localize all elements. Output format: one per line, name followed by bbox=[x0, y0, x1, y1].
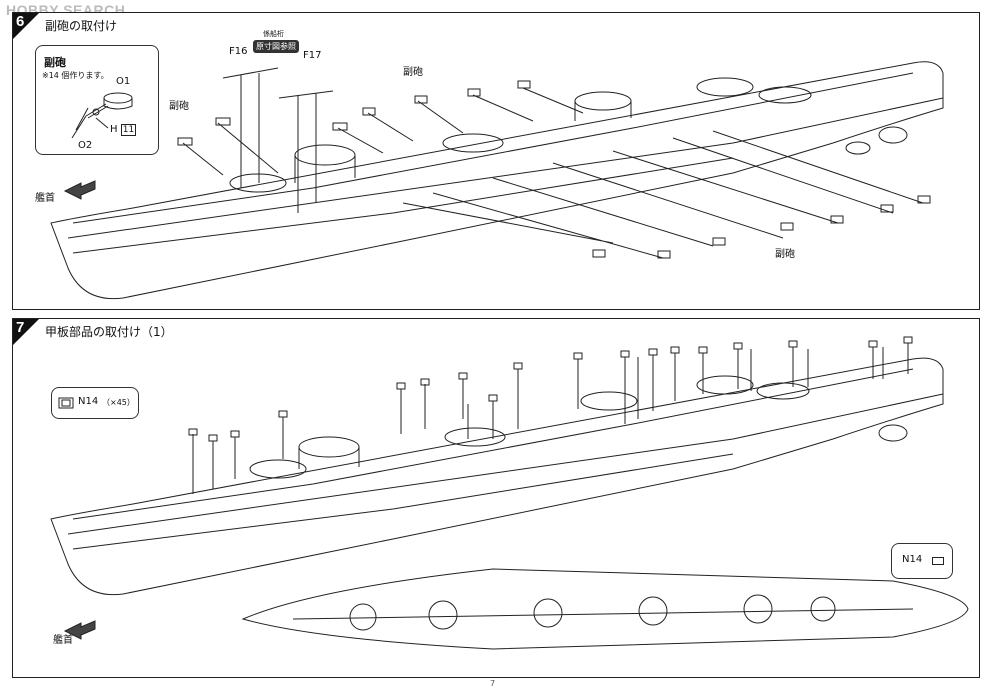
secondary-gun-label-left: 副砲 bbox=[169, 101, 189, 112]
page-number: 7 bbox=[490, 679, 496, 688]
inset-note: ※14 個作ります。 bbox=[42, 71, 109, 80]
step-7-number-badge: 7 bbox=[13, 319, 39, 345]
part-o2-label: O2 bbox=[78, 140, 93, 151]
n14-part-icon bbox=[58, 397, 74, 409]
part-f16-label: F16 bbox=[229, 46, 248, 57]
step-7-title: 甲板部品の取付け（1） bbox=[45, 325, 173, 339]
step-6-panel: 6 副砲の取付け bbox=[12, 12, 980, 310]
n14-detail-code: N14 bbox=[902, 554, 923, 565]
step-6-number-badge: 6 bbox=[13, 13, 39, 39]
step-7-panel: 7 甲板部品の取付け（1） bbox=[12, 318, 980, 678]
part-h-label: H 11 bbox=[110, 124, 137, 136]
n14-code: N14 bbox=[78, 396, 99, 407]
part-n14-count-box: N14 （×45） bbox=[51, 387, 139, 419]
ref-badge: 原寸図参照 bbox=[253, 40, 299, 53]
secondary-gun-label-top: 副砲 bbox=[403, 67, 423, 78]
n14-detail-box: N14 bbox=[891, 543, 953, 579]
step-7-ship-drawing bbox=[50, 336, 969, 650]
inset-title: 副砲 bbox=[44, 56, 66, 69]
secondary-gun-label-right: 副砲 bbox=[775, 249, 795, 260]
part-f17-label: F17 bbox=[303, 50, 322, 61]
ref-small-label: 係船桁 bbox=[263, 30, 284, 38]
gun-assembly-drawing bbox=[71, 92, 133, 139]
step-6-title: 副砲の取付け bbox=[45, 19, 118, 33]
part-h-number: 11 bbox=[120, 124, 137, 136]
bow-label-step7: 艦首 bbox=[53, 635, 73, 646]
step-6-ship-drawing bbox=[50, 61, 944, 300]
n14-count: （×45） bbox=[102, 398, 135, 407]
bow-label-step6: 艦首 bbox=[35, 193, 55, 204]
n14-detail-icon bbox=[932, 557, 944, 565]
part-o1-label: O1 bbox=[116, 76, 131, 87]
secondary-gun-inset: 副砲 ※14 個作ります。 O1 O2 H 11 bbox=[35, 45, 159, 155]
